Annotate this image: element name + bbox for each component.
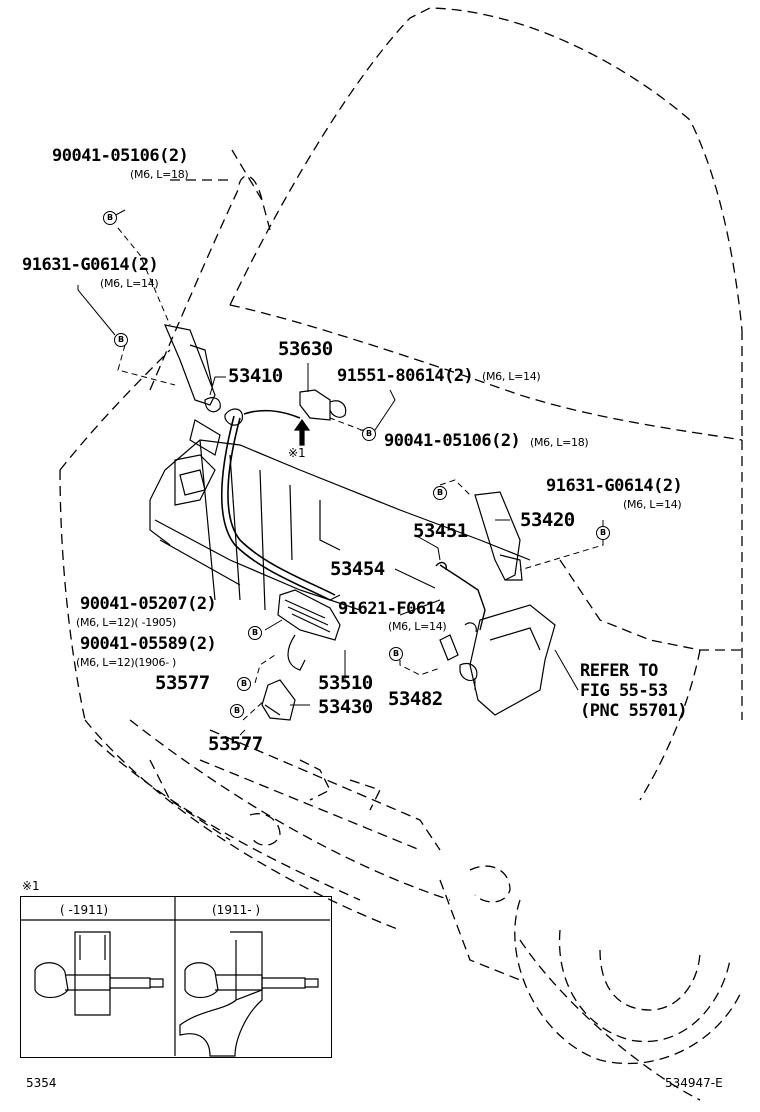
latch-bracket-right: [439, 604, 556, 716]
lock-support-bracket: [261, 679, 296, 721]
bolt-marker: B: [114, 333, 128, 347]
part-label: 53482: [388, 688, 443, 710]
part-spec: (M6, L=14): [100, 277, 159, 290]
note-reference: ※1: [288, 446, 306, 460]
part-label: 90041-05106(2): [384, 431, 521, 451]
inset-panel: [20, 896, 332, 1058]
inset-drawings: [20, 896, 330, 1057]
bolt-marker: B: [248, 626, 262, 640]
part-label: 91621-F0614: [338, 599, 446, 619]
refer-note: FIG 55-53: [580, 681, 668, 701]
hood-outline: [59, 7, 743, 1101]
footer-drawing-number: 534947-E: [665, 1076, 723, 1090]
part-label: 53454: [330, 558, 385, 580]
bolt-marker: B: [362, 427, 376, 441]
part-label: 91551-80614(2): [337, 366, 474, 386]
bolt-marker: B: [596, 526, 610, 540]
part-label: 91631-G0614(2): [22, 255, 159, 275]
part-spec: (M6, L=18): [530, 436, 589, 449]
hood-hinge-left: [163, 324, 221, 456]
part-label: 53510: [318, 672, 373, 694]
inset-header-left: ( -1911): [60, 903, 109, 917]
view-arrow: [293, 418, 311, 446]
part-label: 53630: [278, 338, 333, 360]
hood-hinge-right: [474, 491, 523, 581]
part-label: 90041-05207(2): [80, 594, 217, 614]
part-label: 53410: [228, 365, 283, 387]
part-spec: (M6, L=14): [388, 620, 447, 633]
hood-release-cable: [220, 409, 336, 601]
part-label: 53451: [413, 520, 468, 542]
hood-lock-lever: [299, 389, 347, 421]
part-spec: (M6, L=14): [623, 498, 682, 511]
support-panel: [149, 408, 531, 611]
footer-page-code: 5354: [26, 1076, 57, 1090]
part-spec: (M6, L=12)( -1905): [76, 616, 177, 629]
hood-support-rod: [435, 561, 486, 631]
part-label: 91631-G0614(2): [546, 476, 683, 496]
part-spec: (M6, L=14): [482, 370, 541, 383]
part-spec: (M6, L=12)(1906- ): [76, 656, 177, 669]
bolt-marker: B: [237, 677, 251, 691]
refer-note: (PNC 55701): [580, 701, 688, 721]
part-label: 53430: [318, 696, 373, 718]
hood-lock-assembly: [277, 589, 341, 671]
bolt-marker: B: [389, 647, 403, 661]
part-label: 90041-05589(2): [80, 634, 217, 654]
part-spec: (M6, L=18): [130, 168, 189, 181]
part-label: 90041-05106(2): [52, 146, 189, 166]
bolt-marker: B: [433, 486, 447, 500]
part-label: 53577: [155, 672, 210, 694]
inset-reference: ※1: [22, 879, 40, 893]
refer-note: REFER TO: [580, 661, 658, 681]
part-label: 53420: [520, 509, 575, 531]
bolt-marker: B: [103, 211, 117, 225]
part-label: 53577: [208, 733, 263, 755]
bolt-marker: B: [230, 704, 244, 718]
inset-header-right: (1911- ): [212, 903, 261, 917]
